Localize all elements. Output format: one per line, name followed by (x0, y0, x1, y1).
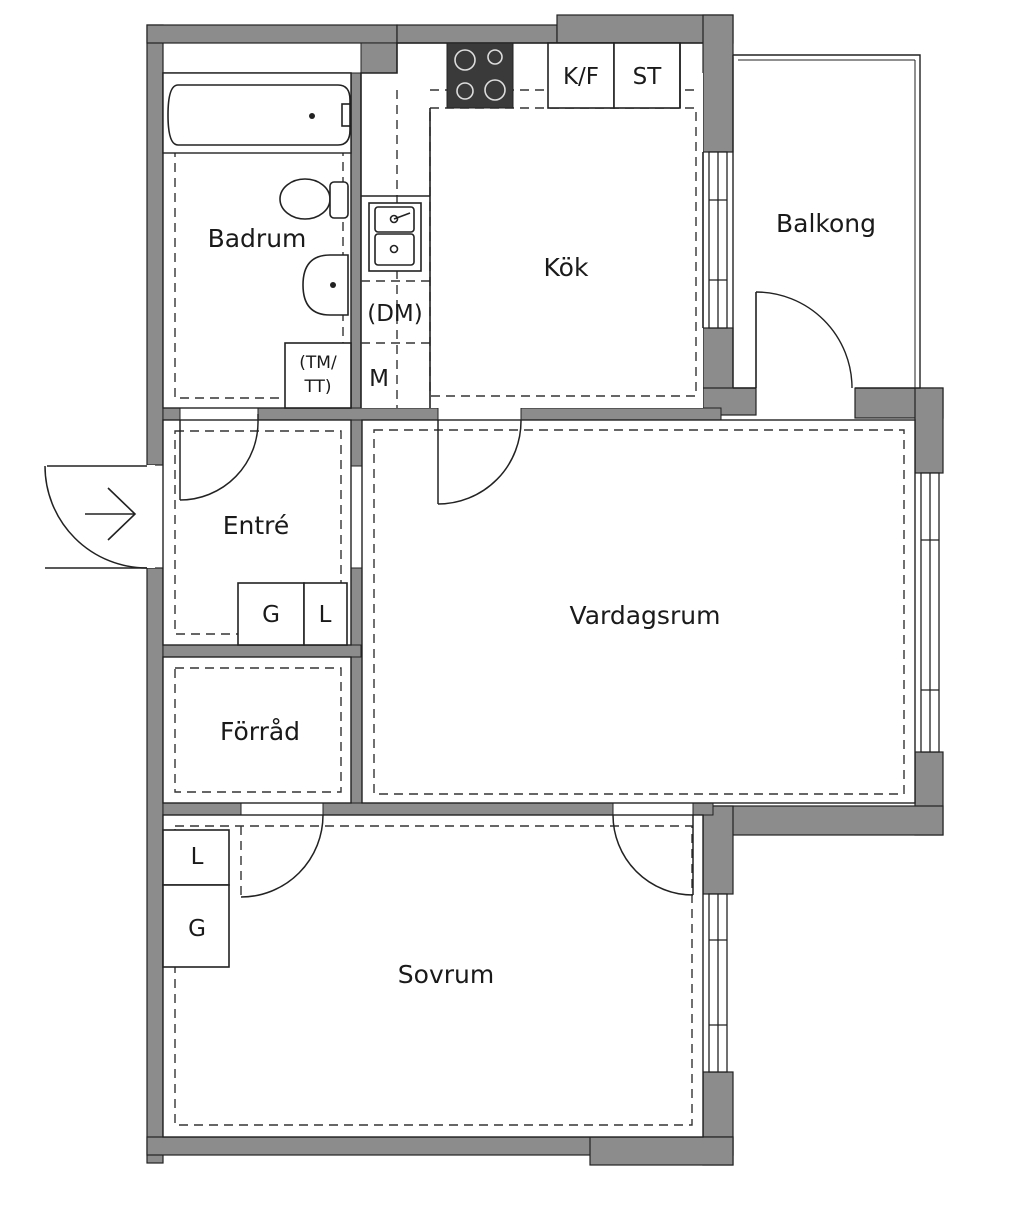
windows (708, 151, 940, 1073)
washbasin (302, 254, 349, 316)
room-label-entre: Entré (223, 511, 290, 540)
closet-label-sovrum-g: G (188, 916, 206, 942)
sovrum-floor (162, 814, 704, 1138)
forrad-floor (162, 656, 352, 804)
entrance-arrow-icon (85, 487, 137, 541)
fixture-label-st: ST (633, 64, 663, 90)
room-label-sovrum: Sovrum (398, 960, 494, 989)
room-label-balkong: Balkong (776, 209, 876, 238)
fixture-label-dm: (DM) (367, 301, 423, 327)
sink-icon (368, 202, 422, 272)
bathtub (162, 72, 352, 154)
room-label-forrad: Förråd (220, 717, 300, 746)
vardagsrum-floor (361, 419, 916, 804)
sovrum-g-closet (162, 884, 230, 968)
fixture-label-tm-line2: TT) (303, 377, 331, 397)
fixture-label-tm-line1: (TM/ (299, 353, 337, 373)
doors (44, 414, 694, 898)
stove-icon (446, 42, 514, 109)
st-box (613, 42, 681, 109)
closet-label-entre-l: L (319, 602, 332, 628)
toilet (279, 178, 349, 220)
room-label-vardagsrum: Vardagsrum (570, 601, 721, 630)
entre-g-closet (237, 582, 305, 646)
kf-box (547, 42, 615, 109)
tm-tt-box (284, 342, 352, 409)
fixture-label-m: M (369, 366, 389, 392)
balcony (732, 54, 921, 389)
room-label-badrum: Badrum (208, 224, 307, 253)
entre-l-closet (303, 582, 348, 646)
room-label-kok: Kök (544, 253, 589, 282)
closet-label-sovrum-l: L (191, 844, 204, 870)
closet-label-entre-g: G (262, 602, 280, 628)
walls (146, 14, 944, 1166)
sovrum-l-closet (162, 829, 230, 886)
fixture-label-kf: K/F (563, 64, 599, 90)
